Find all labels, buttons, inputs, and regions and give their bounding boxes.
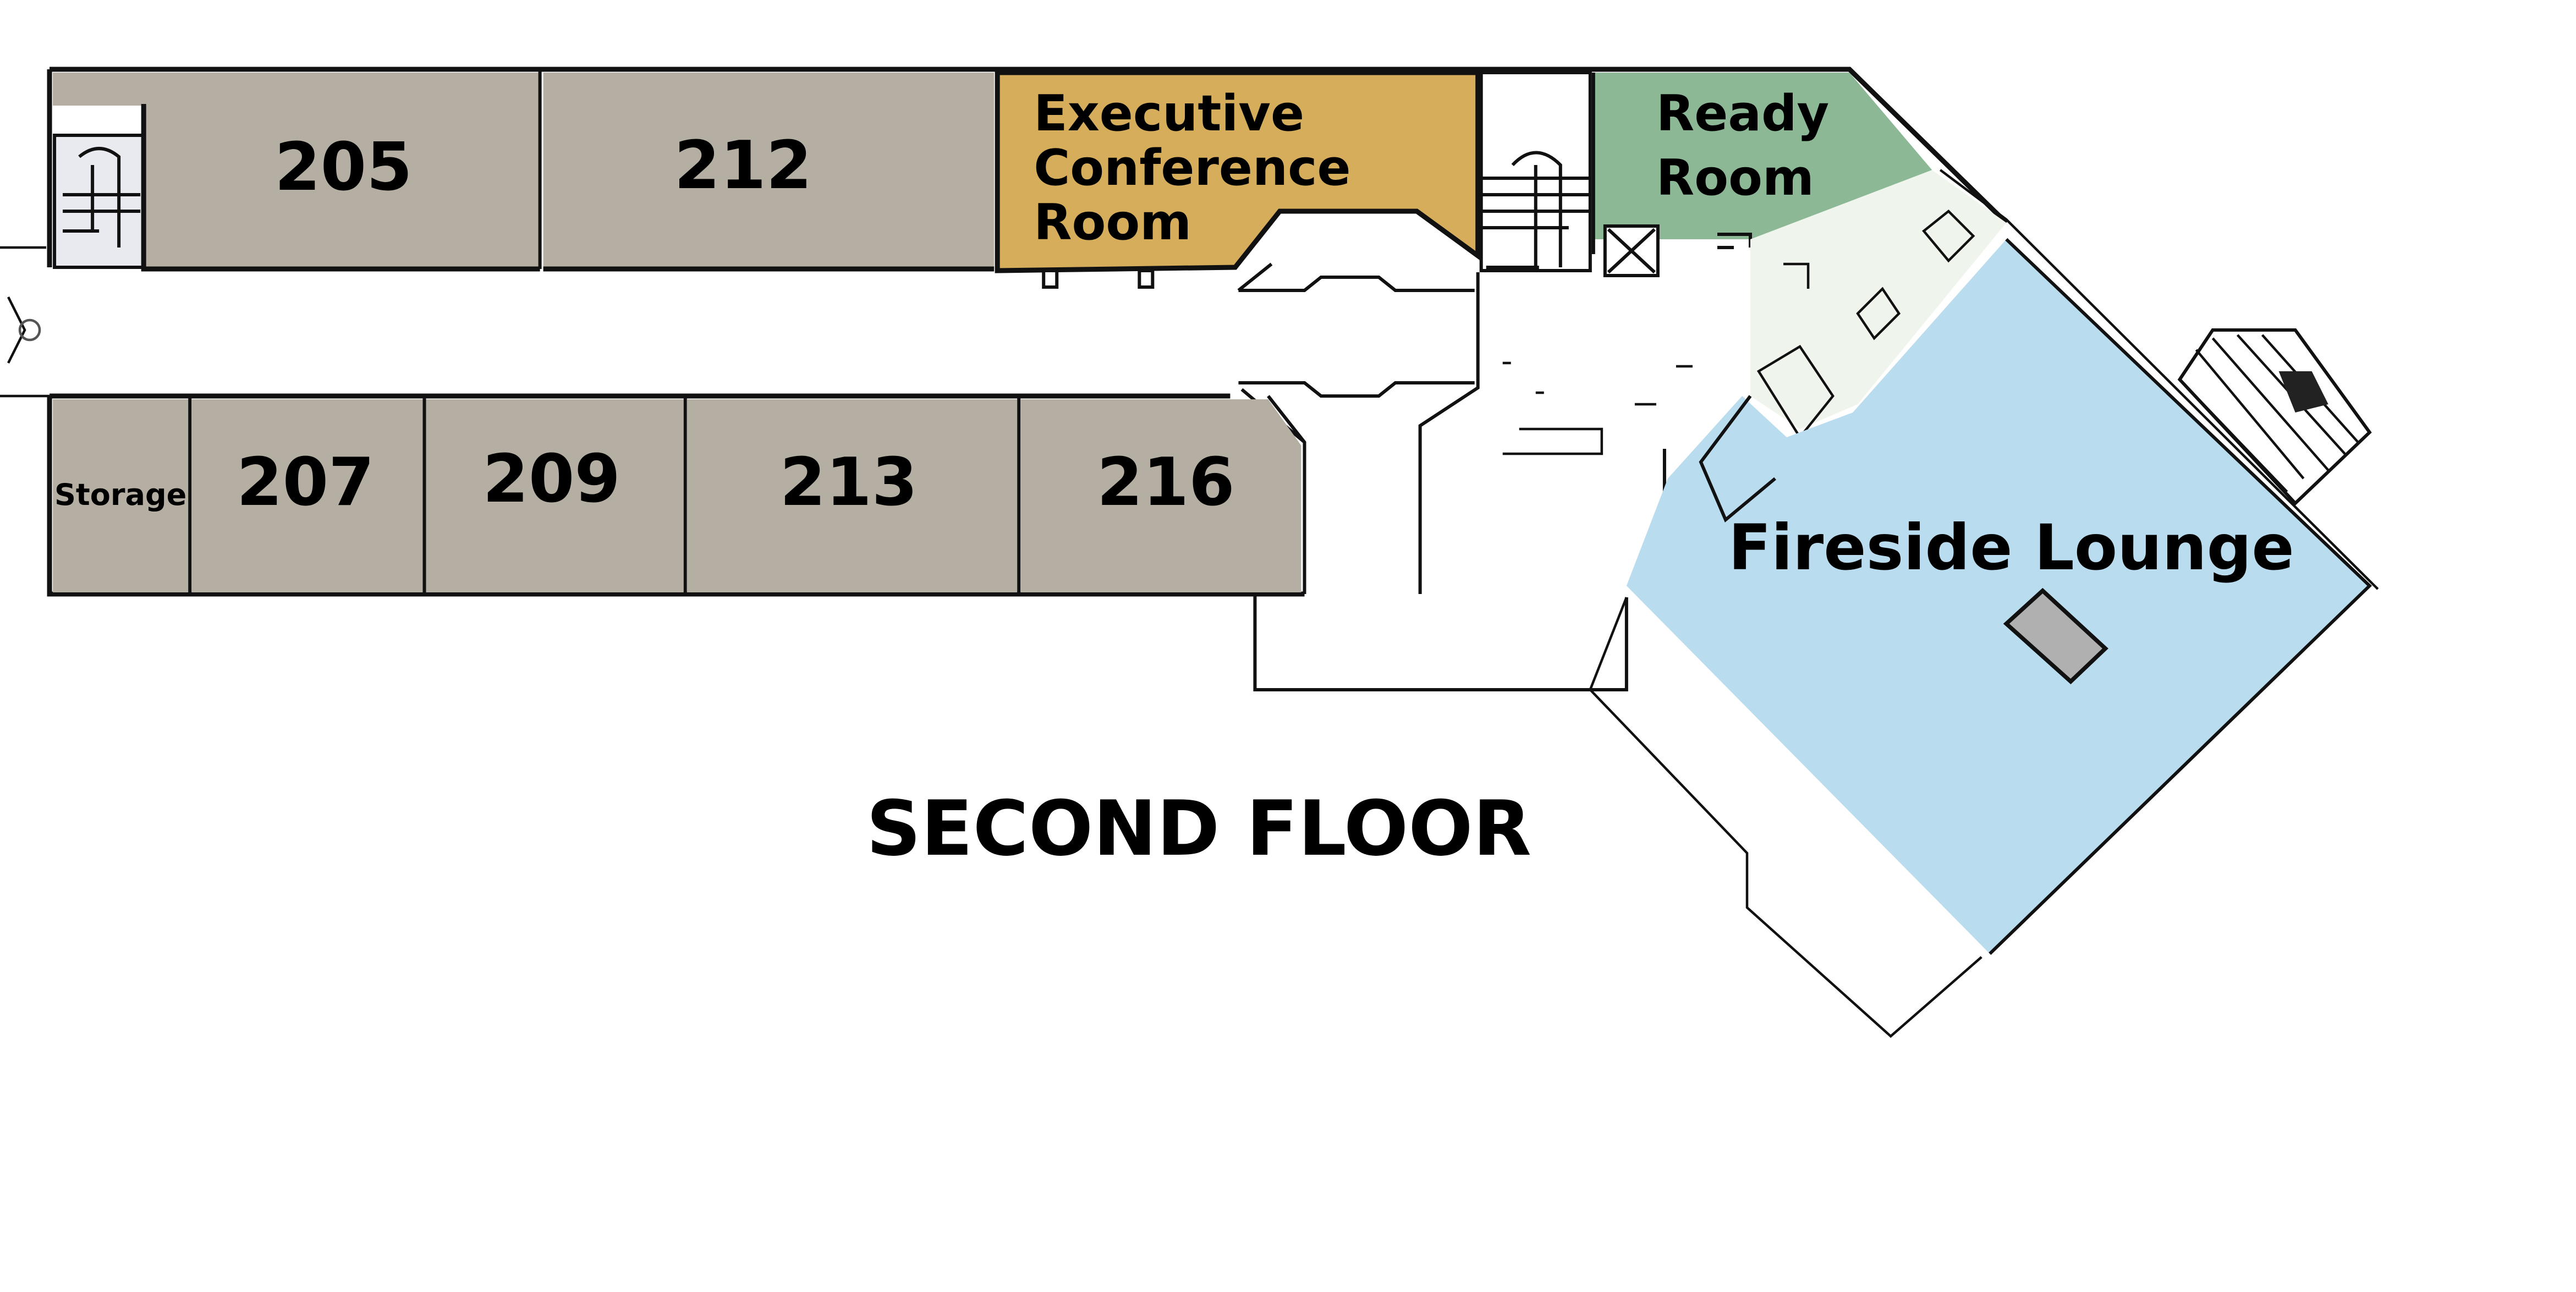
room-209-label: 209: [482, 441, 620, 518]
elevator: [1603, 224, 1753, 277]
service-strip: [1750, 169, 2379, 590]
room-207-label: 207: [237, 444, 375, 521]
stairs-west: [0, 134, 146, 398]
room-212-label: 212: [674, 128, 812, 204]
ready-label-line2: Room: [1656, 149, 1814, 207]
stairs-central: [1479, 71, 1592, 272]
executive-label-line3: Room: [1034, 194, 1191, 251]
room-executive-conference[interactable]: Executive Conference Room: [995, 70, 1481, 289]
room-fireside-lounge[interactable]: Fireside Lounge: [1626, 238, 2372, 955]
fireplace-icon: [2003, 587, 2108, 685]
room-207[interactable]: 207: [191, 396, 426, 594]
executive-label-line2: Conference: [1034, 139, 1350, 197]
room-storage[interactable]: Storage: [53, 396, 192, 594]
building-outline: [47, 67, 2008, 691]
executive-label-line1: Executive: [1034, 85, 1304, 142]
room-213-label: 213: [780, 444, 918, 521]
room-209[interactable]: 209: [426, 396, 687, 594]
fireside-label: Fireside Lounge: [1728, 511, 2294, 584]
room-ready[interactable]: Ready Room: [1591, 73, 1932, 396]
room-213[interactable]: 213: [686, 396, 1021, 594]
stairs-lounge: [2177, 328, 2372, 506]
storage-label: Storage: [54, 477, 186, 512]
room-205[interactable]: 205: [53, 69, 542, 272]
room-216-label: 216: [1097, 444, 1235, 521]
room-216[interactable]: 216: [1020, 395, 1306, 594]
room-212[interactable]: 212: [543, 73, 995, 272]
ready-label-line1: Ready: [1656, 85, 1829, 142]
room-205-label: 205: [274, 129, 413, 206]
floor-title: SECOND FLOOR: [866, 784, 1531, 873]
central-lobby: [1237, 262, 1693, 455]
